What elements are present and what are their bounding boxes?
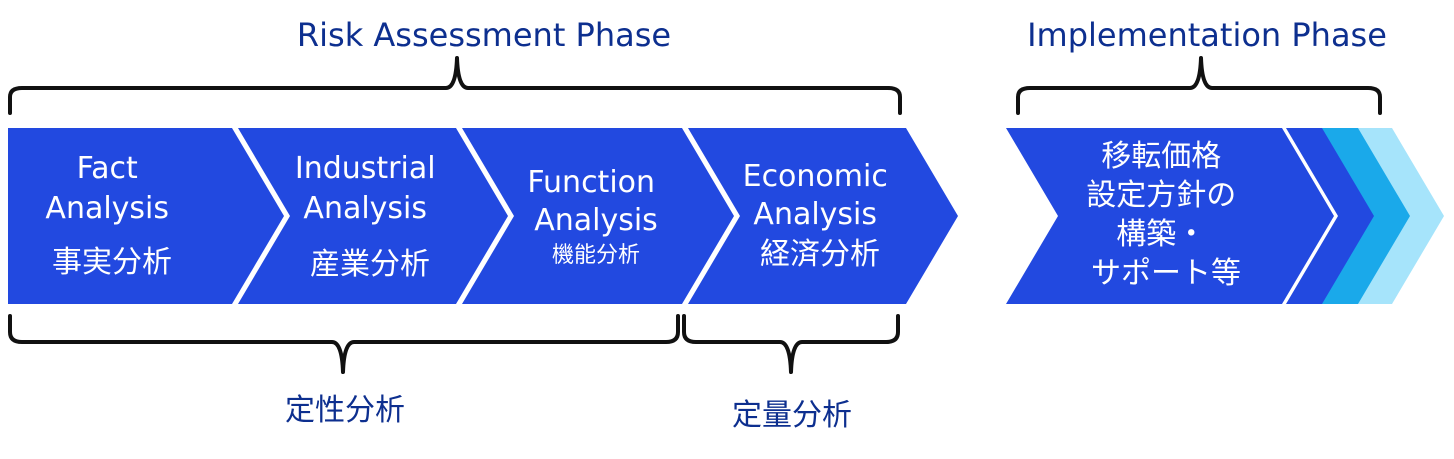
fact-analysis-label: Fact Analysis 事実分析 — [45, 151, 178, 280]
industrial-analysis-chevron — [238, 128, 508, 304]
risk-assessment-brace — [8, 56, 902, 115]
function-analysis-label: Function Analysis — [527, 165, 664, 238]
blue-small-chevron — [1286, 128, 1374, 304]
implementation-chevron — [1006, 128, 1334, 304]
economic-analysis-label-line2: Analysis — [753, 197, 877, 232]
function-analysis-label-jp: 機能分析 — [552, 243, 640, 268]
light-cyan-chevron — [1350, 128, 1444, 304]
economic-analysis-chevron — [688, 128, 958, 304]
risk-assessment-phase-title: Risk Assessment Phase — [297, 16, 671, 54]
economic-analysis-label-line1: Economic — [743, 159, 888, 194]
industrial-analysis-label-line3: 産業分析 — [310, 247, 430, 282]
qualitative-analysis-label: 定性分析 — [285, 393, 405, 428]
fact-analysis-label-line3: 事実分析 — [52, 245, 172, 280]
fact-analysis-chevron — [8, 128, 284, 304]
implementation-step-label: 移転価格 設定方針の 構築・ サポート等 — [1086, 139, 1246, 291]
implementation-step-line1: 移転価格 — [1101, 139, 1221, 174]
fact-analysis-label-line2: Analysis — [45, 191, 169, 226]
cyan-chevron — [1318, 128, 1410, 304]
industrial-analysis-label-line2: Analysis — [303, 191, 427, 226]
quantitative-analysis-label: 定量分析 — [732, 398, 852, 433]
implementation-step-line4: サポート等 — [1091, 256, 1241, 291]
implementation-brace — [1016, 56, 1382, 115]
economic-analysis-label-line3: 経済分析 — [760, 237, 880, 272]
industrial-analysis-label-line1: Industrial — [295, 151, 436, 186]
function-analysis-label-line1: Function — [527, 165, 655, 200]
qualitative-brace — [8, 314, 680, 374]
quantitative-brace — [682, 314, 900, 374]
function-analysis-label-line2: Analysis — [534, 203, 658, 238]
fact-analysis-label-line1: Fact — [77, 151, 138, 186]
implementation-step-line3: 構築・ — [1116, 217, 1206, 252]
implementation-phase-title: Implementation Phase — [1027, 16, 1387, 54]
implementation-step-line2: 設定方針の — [1086, 178, 1236, 213]
industrial-analysis-label: Industrial Analysis 産業分析 — [295, 151, 445, 282]
function-analysis-chevron — [462, 128, 734, 304]
economic-analysis-label: Economic Analysis 経済分析 — [743, 159, 898, 272]
